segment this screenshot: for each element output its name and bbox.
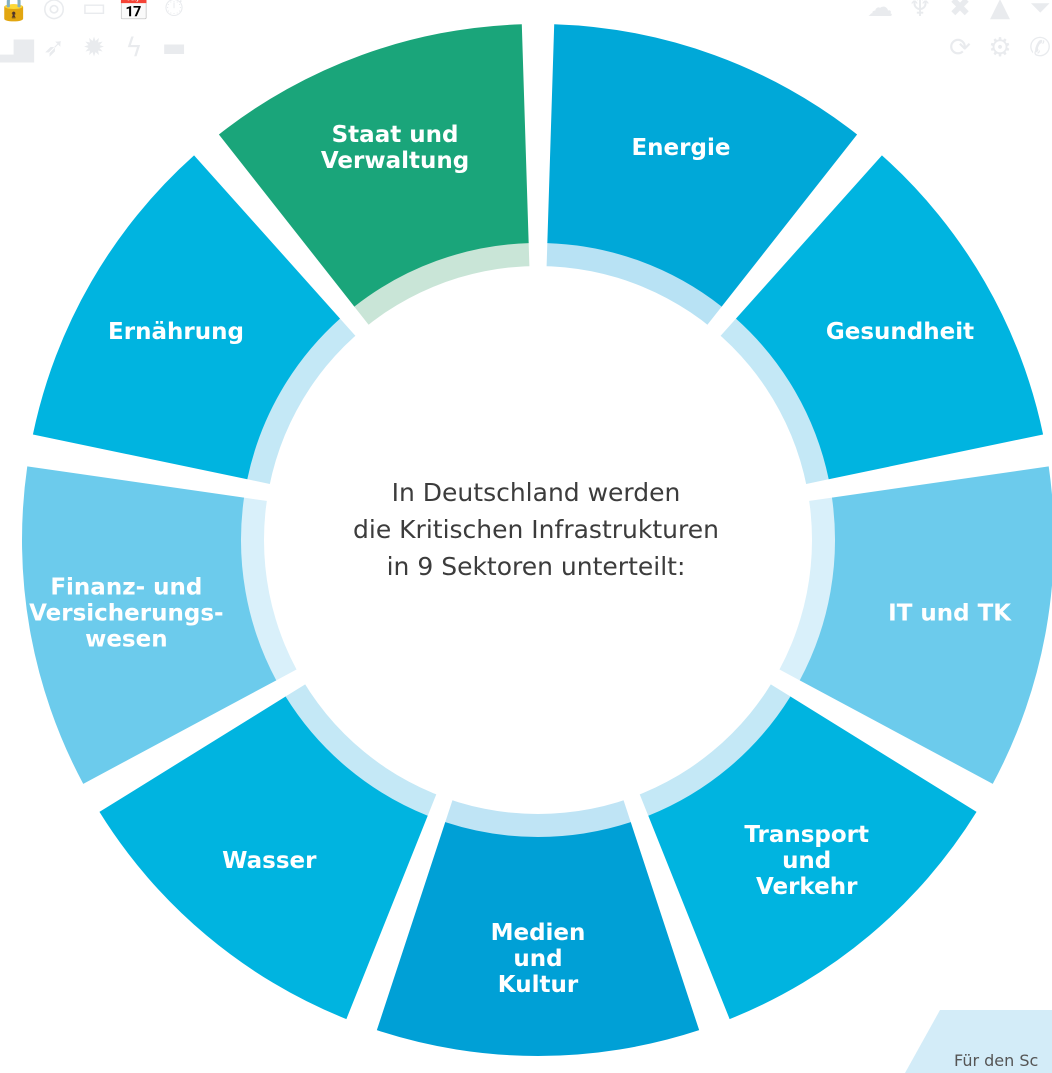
- bulb-icon: ♆: [908, 0, 932, 23]
- segment-label-gesundheit: Gesundheit: [826, 319, 974, 345]
- gear-icon: ⚙: [988, 33, 1012, 63]
- segment-label-line: Gesundheit: [826, 319, 974, 345]
- segment-label-line: Verwaltung: [321, 148, 469, 174]
- segment-wasser: [99, 696, 428, 1020]
- center-disc: [264, 266, 812, 814]
- lightning-icon: ϟ: [125, 33, 143, 63]
- warning-icon: ▲: [990, 0, 1010, 23]
- phone-icon: ✆: [1029, 33, 1051, 63]
- segment-label-line: und: [513, 946, 562, 972]
- segment-label-line: Wasser: [222, 848, 317, 874]
- segment-it-tk: [799, 466, 1052, 784]
- cross-icon: ✖: [949, 0, 971, 23]
- segment-label-line: Ernährung: [108, 319, 244, 345]
- folder-icon: ▬: [161, 33, 187, 63]
- segment-label-wasser: Wasser: [222, 848, 317, 874]
- cloud-icon: ☁: [867, 0, 893, 23]
- segment-energie: [547, 24, 858, 307]
- segment-gesundheit: [735, 155, 1044, 480]
- segment-label-ernaehrung: Ernährung: [108, 319, 244, 345]
- segment-label-line: Versicherungs-: [29, 601, 223, 627]
- segment-label-line: Verkehr: [756, 874, 858, 900]
- footer-corner-shape: [905, 1010, 1052, 1073]
- segment-finanz: [21, 466, 277, 784]
- segment-label-line: Energie: [631, 135, 730, 161]
- segment-label-line: und: [782, 848, 831, 874]
- segment-staat: [218, 24, 529, 307]
- center-line-3: in 9 Sektoren unterteilt:: [386, 552, 686, 581]
- cursor-icon: ➶: [43, 33, 65, 63]
- decorative-icons-left: 🔒 ◎ ▭ 📅 ⏱ ▂▆ ➶ ✹ ϟ ▬: [0, 0, 224, 68]
- footer-note: Für den Sc: [954, 1051, 1039, 1070]
- lock-icon: 🔒: [0, 0, 31, 23]
- calendar-icon: 📅: [117, 0, 151, 23]
- segment-label-line: Transport: [744, 822, 869, 848]
- funnel-icon: ⏷: [1029, 0, 1051, 23]
- segment-transport: [648, 696, 977, 1020]
- virus-icon: ✹: [83, 33, 105, 63]
- segment-label-line: Kultur: [498, 972, 579, 998]
- center-line-1: In Deutschland werden: [391, 478, 681, 507]
- segment-label-it-tk: IT und TK: [888, 601, 1012, 627]
- segment-label-line: IT und TK: [888, 601, 1012, 627]
- segment-label-energie: Energie: [631, 135, 730, 161]
- segment-medien: [376, 822, 700, 1056]
- timer-icon: ⏱: [163, 0, 185, 23]
- segment-label-line: wesen: [85, 627, 168, 653]
- decorative-icons-right: ☁ ♆ ✖ ▲ ⏷ ⟳ ⚙ ✆: [850, 0, 1052, 68]
- document-icon: ▭: [81, 0, 107, 23]
- center-description: In Deutschland werden die Kritischen Inf…: [326, 474, 746, 585]
- target-icon: ◎: [42, 0, 66, 23]
- segment-label-line: Finanz- und: [50, 575, 202, 601]
- segment-label-line: Medien: [491, 920, 586, 946]
- refresh-icon: ⟳: [949, 33, 971, 63]
- segment-ernaehrung: [32, 155, 341, 480]
- center-line-2: die Kritischen Infrastrukturen: [353, 515, 719, 544]
- bar-chart-icon: ▂▆: [0, 33, 34, 63]
- segment-label-line: Staat und: [332, 122, 459, 148]
